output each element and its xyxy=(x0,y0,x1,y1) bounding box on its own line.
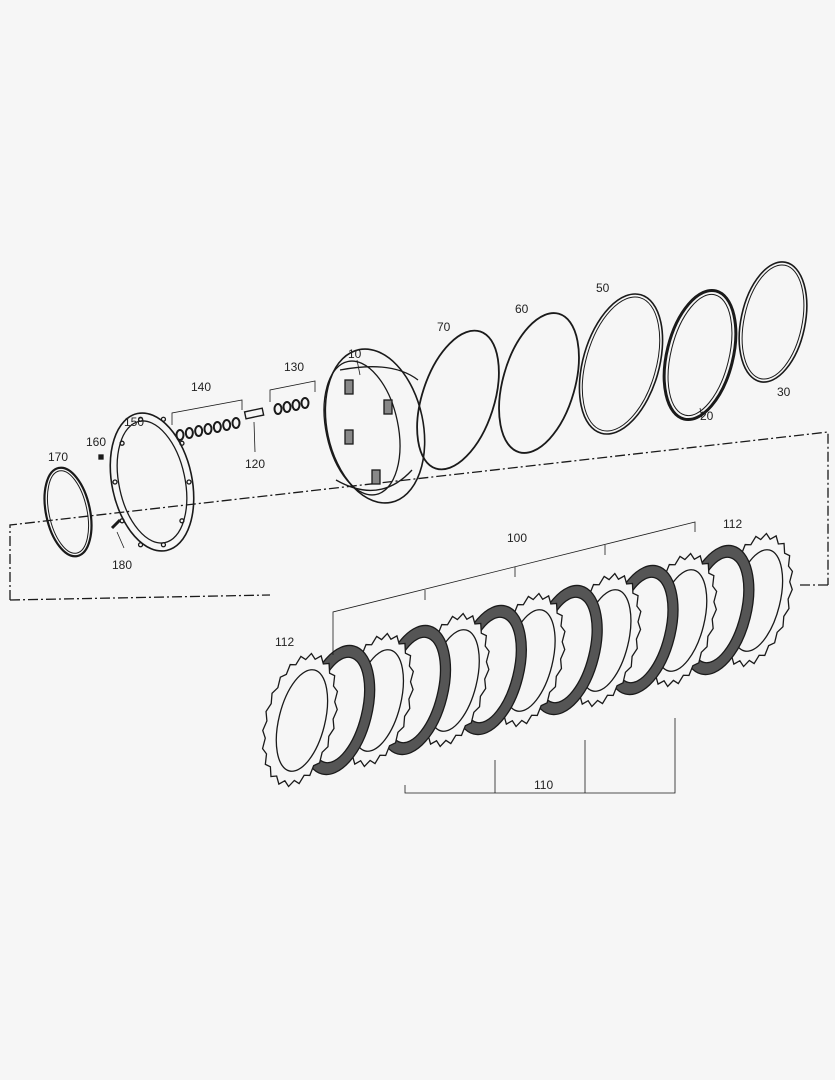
callout-170: 170 xyxy=(48,450,68,464)
spring-coil xyxy=(184,427,194,439)
spring-coil xyxy=(212,421,222,433)
bolt-hole xyxy=(186,479,192,485)
spring-coil xyxy=(273,403,283,415)
part-120-pin xyxy=(243,407,265,453)
callout-120: 120 xyxy=(245,457,265,471)
bolt-hole xyxy=(119,440,125,446)
callout-150: 150 xyxy=(124,415,144,429)
spring-coil xyxy=(203,423,213,435)
bolt-hole xyxy=(160,416,167,422)
callout-140: 140 xyxy=(191,380,211,394)
bolt-hole xyxy=(112,479,118,485)
callout-20: 20 xyxy=(700,409,714,423)
spring-coil xyxy=(291,399,301,411)
bolt-hole xyxy=(137,416,144,422)
callout-10: 10 xyxy=(348,347,362,361)
bolt-hole xyxy=(179,518,185,524)
part-140-springs xyxy=(175,417,241,441)
spring-coil xyxy=(175,429,185,441)
spring-coil xyxy=(222,419,232,431)
callout-50: 50 xyxy=(596,281,610,295)
part-20-seal-ring xyxy=(662,288,738,422)
bolt-hole xyxy=(137,542,144,548)
bolt-hole xyxy=(119,518,125,524)
bolt-hole xyxy=(179,440,185,446)
bolt-hole xyxy=(160,542,167,548)
part-170-snap-ring xyxy=(43,466,93,558)
part-30-seal-ring xyxy=(738,261,808,383)
callout-100: 100 xyxy=(507,531,527,545)
part-160-ball xyxy=(98,454,104,460)
part-50-seal-ring xyxy=(578,293,664,435)
spring-coil xyxy=(194,425,204,437)
part-10-piston xyxy=(323,348,426,504)
spring-coil xyxy=(282,401,292,413)
callout-180: 180 xyxy=(112,558,132,572)
callout-160: 160 xyxy=(86,435,106,449)
steel-plate xyxy=(261,652,339,788)
bracket-130 xyxy=(269,380,316,402)
bracket-100 xyxy=(332,521,696,655)
callout-60: 60 xyxy=(515,302,529,316)
assembly-axis-line-lower xyxy=(9,594,271,601)
part-180-pin xyxy=(110,518,122,530)
part-150-cover-plate xyxy=(109,412,195,552)
bracket-140 xyxy=(171,399,243,425)
callout-130: 130 xyxy=(284,360,304,374)
part-70-seal-ring xyxy=(416,329,500,471)
clutch-pack xyxy=(261,532,794,788)
part-130-springs xyxy=(273,397,310,415)
callout-70: 70 xyxy=(437,320,451,334)
spring-coil xyxy=(300,397,310,409)
assembly-axis-line xyxy=(9,431,829,600)
spring-coil xyxy=(231,417,241,429)
bracket-110 xyxy=(404,718,676,794)
callout-30: 30 xyxy=(777,385,791,399)
part-60-seal-ring xyxy=(498,312,580,454)
callout-112-right: 112 xyxy=(723,517,742,531)
callout-110: 110 xyxy=(534,778,553,792)
callout-112-left: 112 xyxy=(275,635,294,649)
